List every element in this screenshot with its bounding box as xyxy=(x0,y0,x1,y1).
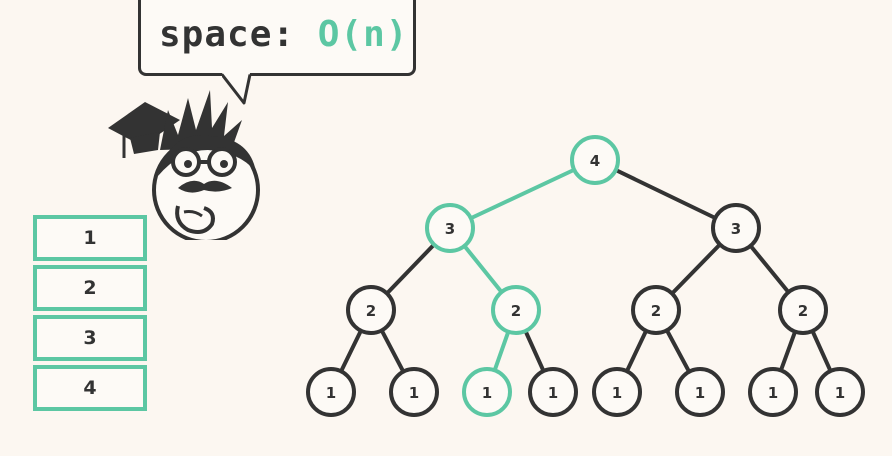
tree-node: 2 xyxy=(631,285,681,335)
tree-node: 2 xyxy=(778,285,828,335)
tree-node: 1 xyxy=(815,367,865,417)
tree-node: 1 xyxy=(462,367,512,417)
node-label: 1 xyxy=(768,384,778,402)
tree-edge-highlighted xyxy=(448,158,597,230)
tree-node: 2 xyxy=(491,285,541,335)
node-label: 3 xyxy=(445,220,455,238)
speech-label: space: xyxy=(159,14,318,55)
complexity-value: O(n) xyxy=(317,14,409,55)
speech-bubble-tail xyxy=(222,73,252,105)
tree-node: 3 xyxy=(711,203,761,253)
tree-node: 1 xyxy=(748,367,798,417)
node-label: 1 xyxy=(695,384,705,402)
stack-cell: 2 xyxy=(33,265,147,311)
tree-edge xyxy=(593,158,738,230)
tree-edges xyxy=(329,158,842,394)
node-label: 2 xyxy=(798,302,808,320)
speech-text: space: O(n) xyxy=(159,14,408,55)
node-label: 1 xyxy=(409,384,419,402)
node-label: 1 xyxy=(482,384,492,402)
node-label: 4 xyxy=(590,152,600,170)
tree-node: 1 xyxy=(306,367,356,417)
node-label: 2 xyxy=(366,302,376,320)
graduate-professor-icon xyxy=(108,90,260,240)
call-stack: 1 2 3 4 xyxy=(33,215,147,415)
stack-cell: 3 xyxy=(33,315,147,361)
node-label: 1 xyxy=(326,384,336,402)
node-label: 1 xyxy=(548,384,558,402)
stack-cell: 1 xyxy=(33,215,147,261)
node-label: 3 xyxy=(731,220,741,238)
node-label: 2 xyxy=(651,302,661,320)
tree-node-root: 4 xyxy=(570,135,620,185)
node-label: 2 xyxy=(511,302,521,320)
tree-node: 3 xyxy=(425,203,475,253)
tree-node: 1 xyxy=(389,367,439,417)
tree-node: 1 xyxy=(592,367,642,417)
node-label: 1 xyxy=(612,384,622,402)
tree-node: 1 xyxy=(675,367,725,417)
tree-node: 2 xyxy=(346,285,396,335)
stack-cell: 4 xyxy=(33,365,147,411)
tree-node: 1 xyxy=(528,367,578,417)
node-label: 1 xyxy=(835,384,845,402)
speech-bubble: space: O(n) xyxy=(138,0,416,76)
